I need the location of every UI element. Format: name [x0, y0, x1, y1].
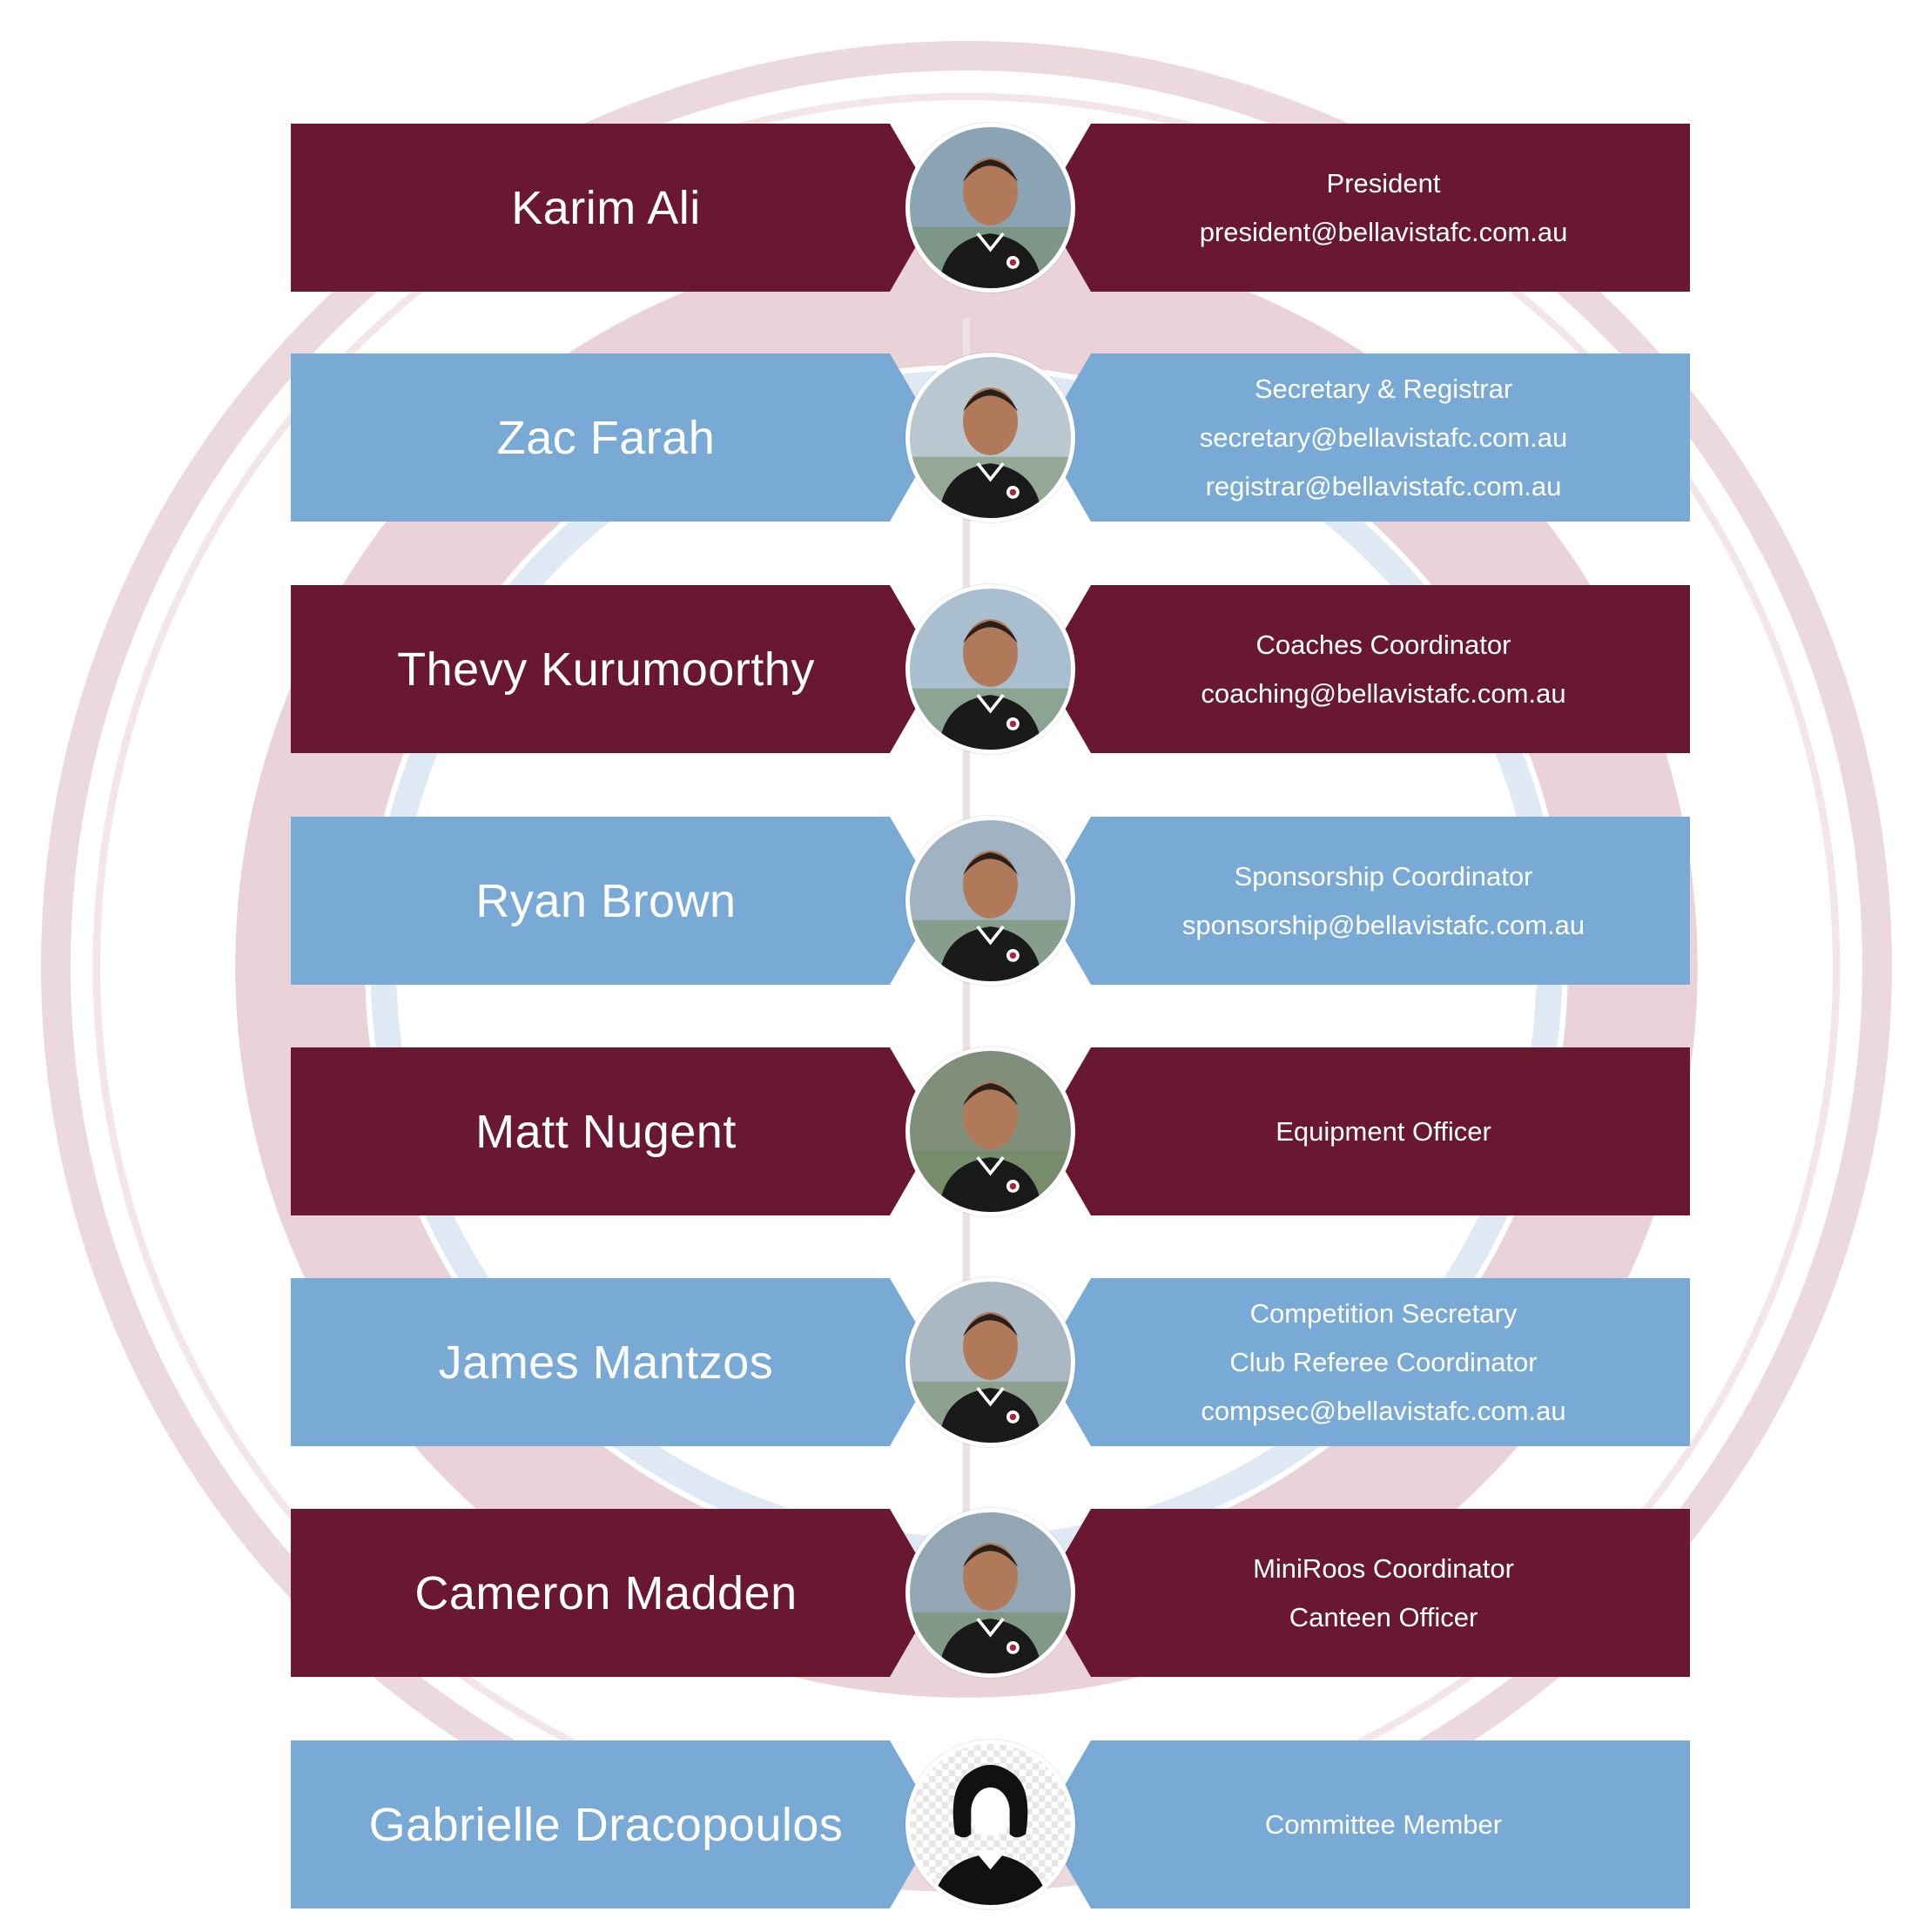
name-banner: Matt Nugent — [291, 1047, 939, 1215]
member-name: Karim Ali — [511, 181, 701, 234]
member-name: Zac Farah — [496, 411, 716, 464]
member-name: Ryan Brown — [475, 874, 737, 927]
email-address[interactable]: compsec@bellavistafc.com.au — [1201, 1395, 1566, 1426]
role-details: Coaches Coordinator coaching@bellavistafc… — [1166, 621, 1565, 718]
role-title: MiniRoos Coordinator — [1253, 1552, 1514, 1584]
name-banner: Zac Farah — [291, 353, 939, 522]
member-name: Matt Nugent — [475, 1105, 737, 1158]
member-row: Ryan Brown Sponsorship Coordinator sponsor… — [291, 816, 1690, 986]
member-avatar — [905, 816, 1075, 986]
member-name: Cameron Madden — [414, 1566, 798, 1619]
role-title: Secretary & Registrar — [1254, 373, 1513, 404]
name-banner: Karim Ali — [291, 124, 939, 292]
role-banner: Coaches Coordinator coaching@bellavistafc… — [1042, 585, 1690, 753]
email-address[interactable]: secretary@bellavistafc.com.au — [1199, 421, 1568, 453]
member-avatar — [905, 1277, 1075, 1447]
role-banner: President president@bellavistafc.com.au — [1042, 124, 1690, 292]
member-row: Karim Ali President president@bellavistafc… — [291, 123, 1690, 293]
email-address[interactable]: president@bellavistafc.com.au — [1199, 216, 1568, 247]
name-banner: James Mantzos — [291, 1278, 939, 1446]
role-title: Coaches Coordinator — [1255, 629, 1511, 660]
role-details: Sponsorship Coordinator sponsorship@bella… — [1148, 852, 1585, 950]
role-banner: Equipment Officer — [1042, 1047, 1690, 1215]
role-title: Equipment Officer — [1276, 1115, 1491, 1147]
email-address[interactable]: sponsorship@bellavistafc.com.au — [1181, 909, 1585, 940]
role-title: Club Referee Coordinator — [1229, 1346, 1538, 1377]
role-banner: Committee Member — [1042, 1740, 1690, 1908]
role-banner: Sponsorship Coordinator sponsorship@bella… — [1042, 817, 1690, 985]
female-silhouette-icon — [905, 1740, 1075, 1909]
role-title: Competition Secretary — [1249, 1297, 1518, 1329]
member-avatar — [905, 353, 1075, 522]
role-title: Committee Member — [1264, 1808, 1503, 1840]
member-row: Zac Farah Secretary & Registrar secretary@… — [291, 353, 1690, 522]
role-details: Committee Member — [1230, 1801, 1502, 1849]
role-details: Secretary & Registrar secretary@bellavist… — [1165, 365, 1568, 511]
name-banner: Cameron Madden — [291, 1509, 939, 1677]
member-name: James Mantzos — [438, 1336, 774, 1389]
role-title: Sponsorship Coordinator — [1234, 860, 1533, 892]
member-row: Gabrielle Dracopoulos Committee Member — [291, 1740, 1690, 1909]
role-banner: Secretary & Registrar secretary@bellavist… — [1042, 353, 1690, 522]
email-address[interactable]: registrar@bellavistafc.com.au — [1205, 470, 1562, 502]
member-avatar — [905, 584, 1075, 754]
name-banner: Gabrielle Dracopoulos — [291, 1740, 939, 1908]
member-avatar — [905, 1508, 1075, 1678]
member-name: Thevy Kurumoorthy — [397, 643, 815, 696]
member-name: Gabrielle Dracopoulos — [368, 1798, 844, 1851]
role-title: Canteen Officer — [1289, 1601, 1478, 1632]
member-row: Thevy Kurumoorthy Coaches Coordinator coac… — [291, 584, 1690, 754]
name-banner: Ryan Brown — [291, 817, 939, 985]
member-row: Matt Nugent Equipment Officer — [291, 1047, 1690, 1216]
name-banner: Thevy Kurumoorthy — [291, 585, 939, 753]
email-address[interactable]: coaching@bellavistafc.com.au — [1201, 677, 1566, 709]
role-title: President — [1326, 167, 1441, 199]
member-avatar — [905, 123, 1075, 293]
role-details: Equipment Officer — [1241, 1107, 1491, 1156]
member-avatar — [905, 1047, 1075, 1216]
role-details: President president@bellavistafc.com.au — [1165, 159, 1568, 257]
